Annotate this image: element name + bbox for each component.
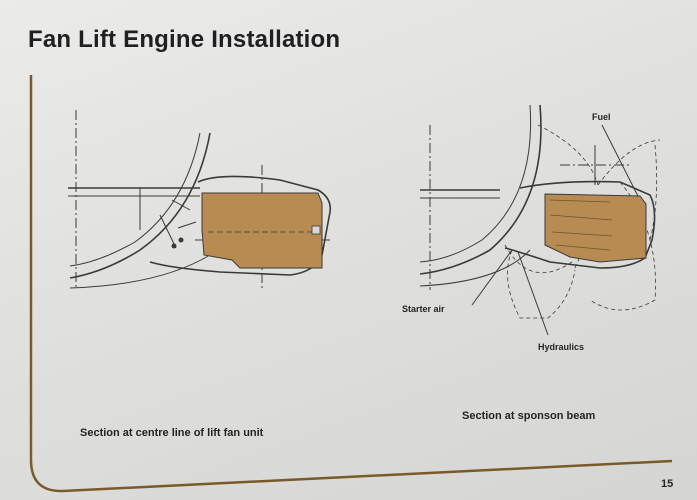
- page-number: 15: [661, 478, 674, 490]
- right-figure-caption: Section at sponson beam: [462, 410, 596, 422]
- left-engine-block: [201, 192, 323, 269]
- right-engine-block: [544, 193, 647, 263]
- starter-air-label: Starter air: [402, 304, 445, 314]
- hydraulics-label: Hydraulics: [538, 342, 585, 352]
- right-section-drawing: [419, 104, 661, 336]
- fuel-label: Fuel: [592, 112, 611, 122]
- page-frame: [29, 75, 673, 493]
- left-figure-caption: Section at centre line of lift fan unit: [80, 427, 264, 439]
- page-title: Fan Lift Engine Installation: [28, 26, 341, 53]
